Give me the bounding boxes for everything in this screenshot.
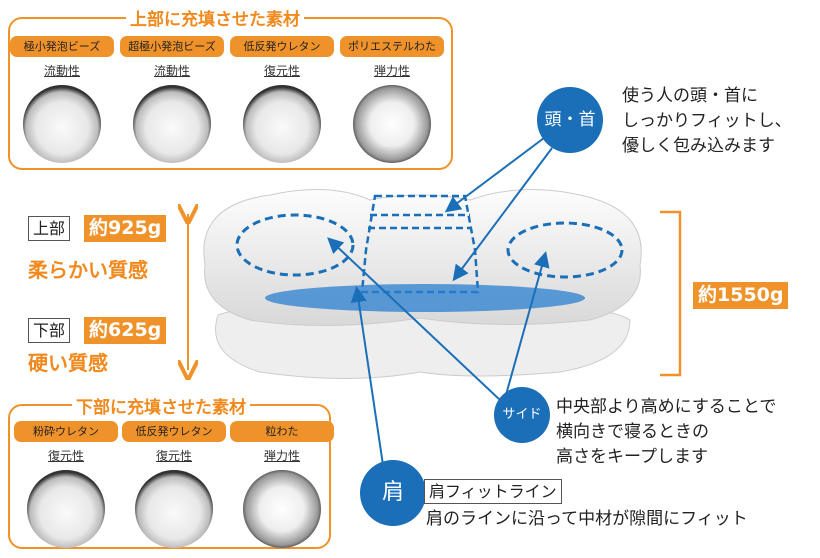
material-name: 極小発泡ビーズ <box>10 36 114 57</box>
material-item: 粉砕ウレタン 復元性 <box>14 421 118 548</box>
upper-label: 上部 <box>28 216 71 241</box>
material-item: 超極小発泡ビーズ 流動性 <box>120 36 224 163</box>
lower-materials-title: 下部に充填させた素材 <box>72 393 250 418</box>
side-description: 中央部より高めにすることで 横向きで寝るときの 高さをキープします <box>556 395 776 470</box>
side-badge: サイド <box>494 387 550 443</box>
desc-line: 使う人の頭・首に <box>622 86 758 106</box>
desc-line: 優しく包み込みます <box>622 136 775 156</box>
material-photo <box>353 85 431 163</box>
material-photo <box>135 470 213 548</box>
upper-materials-title: 上部に充填させた素材 <box>126 5 304 30</box>
material-name: 低反発ウレタン <box>122 421 226 442</box>
material-item: 低反発ウレタン 復元性 <box>230 36 334 163</box>
shoulder-line <box>265 284 585 312</box>
material-photo <box>243 470 321 548</box>
material-name: 粒わた <box>230 421 334 442</box>
material-name: ポリエステルわた <box>340 36 444 57</box>
head-zone-left <box>235 213 355 277</box>
material-property: 復元性 <box>155 449 192 463</box>
material-property: 流動性 <box>43 64 80 78</box>
material-photo <box>133 85 211 163</box>
material-item: 極小発泡ビーズ 流動性 <box>10 36 114 163</box>
material-photo <box>243 85 321 163</box>
shoulder-badge: 肩 <box>360 460 426 526</box>
shoulder-description: 肩のラインに沿って中材が隙間にフィット <box>426 509 748 529</box>
desc-line: 中央部より高めにすることで <box>556 397 777 417</box>
total-weight: 約1550g <box>693 282 789 309</box>
material-name: 超極小発泡ビーズ <box>120 36 224 57</box>
total-bracket <box>660 210 682 377</box>
desc-line: 高さをキープします <box>556 447 708 467</box>
lower-label: 下部 <box>28 318 71 343</box>
shoulder-title: 肩フィットライン <box>424 479 562 504</box>
material-property: 復元性 <box>47 449 84 463</box>
desc-line: 横向きで寝るときの <box>556 422 709 442</box>
head-neck-description: 使う人の頭・首に しっかりフィットし、 優しく包み込みます <box>622 84 792 159</box>
material-property: 流動性 <box>153 64 190 78</box>
material-item: ポリエステルわた 弾力性 <box>340 36 444 163</box>
head-zone-right <box>506 221 624 279</box>
material-item: 粒わた 弾力性 <box>230 421 334 548</box>
desc-line: しっかりフィットし、 <box>622 111 792 131</box>
material-photo <box>23 85 101 163</box>
lower-weight: 約625g <box>84 317 167 344</box>
material-name: 低反発ウレタン <box>230 36 334 57</box>
head-neck-badge: 頭・首 <box>537 87 603 153</box>
material-property: 弾力性 <box>373 64 410 78</box>
upper-weight: 約925g <box>84 215 167 242</box>
upper-feel: 柔らかい質感 <box>28 258 148 282</box>
lower-feel: 硬い質感 <box>28 351 108 375</box>
material-item: 低反発ウレタン 復元性 <box>122 421 226 548</box>
material-photo <box>27 470 105 548</box>
material-property: 弾力性 <box>263 449 300 463</box>
material-property: 復元性 <box>263 64 300 78</box>
material-name: 粉砕ウレタン <box>14 421 118 442</box>
